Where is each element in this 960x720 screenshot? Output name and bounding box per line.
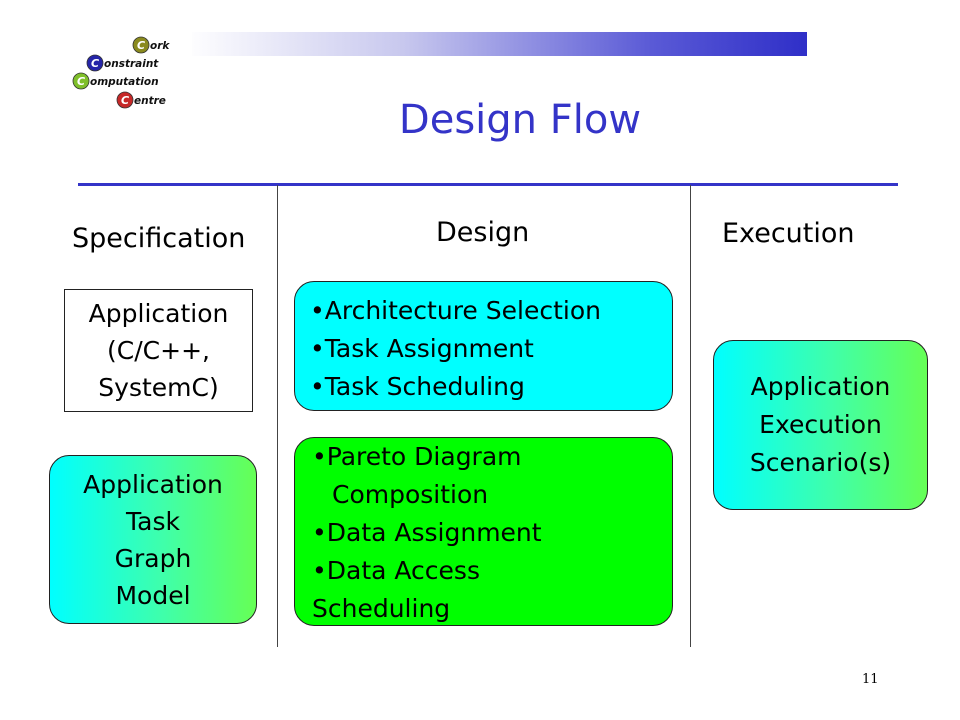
title-underline: [78, 183, 898, 186]
task-graph-model-line: Application: [83, 469, 223, 499]
design-data-item: •Data Access: [312, 556, 480, 585]
execution-scenario-box: Application Execution Scenario(s): [713, 340, 928, 510]
logo-word-2: onstraint: [104, 58, 159, 70]
column-heading-specification: Specification: [72, 223, 246, 254]
design-data-item: Scheduling: [312, 594, 451, 623]
execution-scenario-line: Application: [750, 372, 891, 401]
column-heading-design: Design: [436, 217, 530, 248]
logo-word-3: omputation: [90, 76, 159, 88]
design-mapping-item: •Task Assignment: [310, 334, 534, 363]
task-graph-model-box: Application Task Graph Model: [49, 455, 257, 624]
column-divider-left: [277, 185, 278, 647]
application-source-line: SystemC): [98, 373, 219, 402]
logo-initial-4: C: [121, 94, 129, 107]
column-divider-right: [690, 185, 691, 647]
design-data-box: •Pareto Diagram Composition •Data Assign…: [294, 437, 673, 626]
task-graph-model-line: Graph: [114, 543, 192, 573]
application-source-line: (C/C++,: [107, 336, 210, 365]
logo-initial-2: C: [91, 57, 99, 70]
logo-word-1: ork: [150, 40, 170, 52]
design-mapping-box: •Architecture Selection •Task Assignment…: [294, 281, 673, 411]
logo-initial-3: C: [77, 75, 85, 88]
execution-scenario-line: Execution: [759, 410, 882, 439]
page-number: 11: [862, 672, 879, 687]
header-gradient-bar: [185, 32, 807, 56]
execution-scenario-line: Scenario(s): [749, 448, 892, 477]
cork-constraint-computation-centre-logo: C ork C onstraint C omputation C entre: [62, 30, 192, 118]
application-source-line: Application: [88, 299, 229, 328]
design-data-item: •Data Assignment: [312, 518, 542, 547]
application-source-box: Application (C/C++, SystemC): [64, 289, 253, 412]
column-heading-execution: Execution: [722, 218, 855, 249]
design-data-item: •Pareto Diagram: [312, 442, 522, 471]
design-data-item: Composition: [332, 480, 489, 509]
logo-word-4: entre: [134, 95, 166, 107]
slide-title: Design Flow: [398, 97, 642, 143]
task-graph-model-line: Task: [126, 506, 180, 536]
task-graph-model-line: Model: [115, 580, 191, 610]
design-mapping-item: •Architecture Selection: [310, 296, 601, 325]
logo-initial-1: C: [137, 39, 145, 52]
design-mapping-item: •Task Scheduling: [310, 372, 525, 401]
